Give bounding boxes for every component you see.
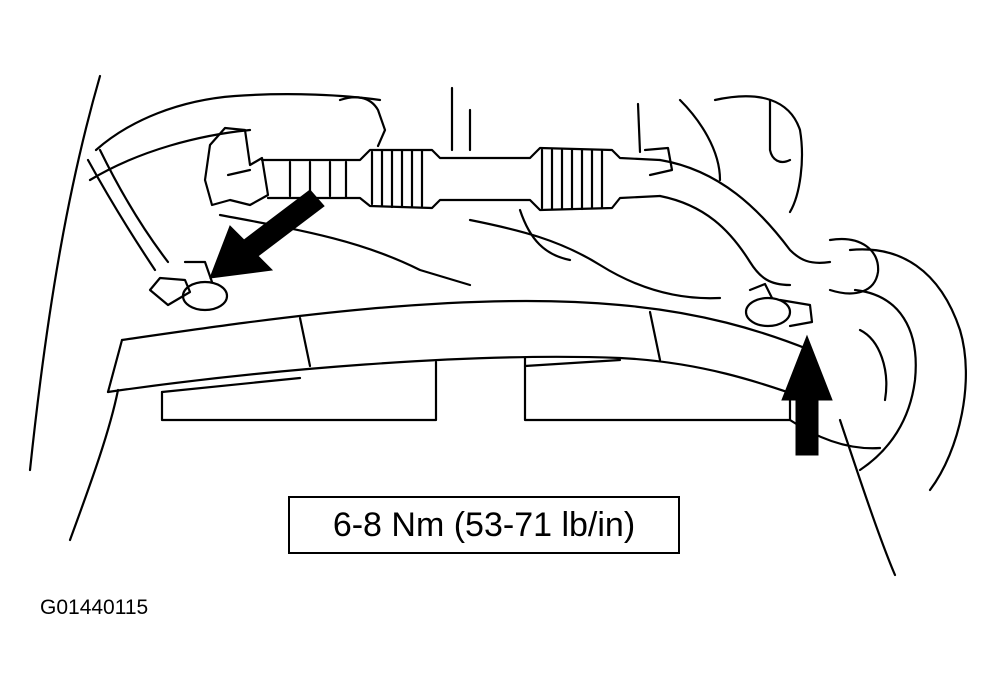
right-lower-body: [848, 248, 967, 492]
left-connector: [203, 126, 270, 207]
bracket-bottom: [106, 355, 812, 402]
lower-left-block-top: [160, 376, 302, 394]
tube-bottom: [266, 194, 662, 212]
tube-top: [260, 146, 662, 162]
mid-slope: [218, 213, 472, 287]
upper-left-contour: [94, 93, 382, 152]
right-lower-inner: [858, 328, 888, 402]
bracket-seam-1: [298, 316, 312, 368]
left-fender-line: [68, 388, 120, 542]
right-lower-bulge: [853, 288, 917, 472]
bracket-seam-2: [648, 310, 662, 362]
right-hose-inner: [658, 194, 792, 287]
right-clamp-eye: [744, 296, 792, 328]
upper-right-tab: [768, 98, 792, 164]
upper-right-rise: [636, 98, 722, 182]
right-leader-line: [838, 418, 897, 577]
bracket-top: [120, 299, 812, 352]
right-hose-outer: [658, 158, 832, 264]
torque-spec-text: 6-8 Nm (53-71 lb/in): [332, 505, 636, 544]
upper-right-bend: [713, 95, 804, 214]
mid-bracket: [518, 208, 572, 262]
left-hose-lower: [98, 148, 170, 264]
lower-right-block: [523, 356, 792, 422]
upper-left-contour-2: [88, 128, 252, 182]
arrow-up-icon: [781, 334, 833, 456]
figure-id: G01440115: [40, 596, 149, 619]
left-frame-line: [28, 74, 102, 472]
right-hose-end: [828, 237, 880, 295]
left-clamp-tab: [183, 260, 214, 284]
tube-corrugations: [288, 148, 604, 211]
lower-left-block: [160, 360, 438, 422]
right-clamp-body: [778, 298, 814, 328]
left-hose-upper: [86, 158, 157, 272]
right-clamp-tab: [748, 282, 774, 300]
arrow-down-left-icon: [209, 189, 325, 279]
left-clamp-eye: [181, 280, 229, 312]
left-clamp-body: [148, 276, 192, 307]
tube-right-collar: [643, 146, 674, 177]
upper-left-bracket: [338, 96, 387, 148]
lower-right-block-top: [523, 358, 622, 368]
left-connector-inner: [226, 168, 252, 177]
bracket-left-end: [106, 338, 124, 394]
torque-spec-label: 6-8 Nm (53-71 lb/in): [288, 496, 680, 554]
mid-slope-2: [468, 218, 722, 300]
